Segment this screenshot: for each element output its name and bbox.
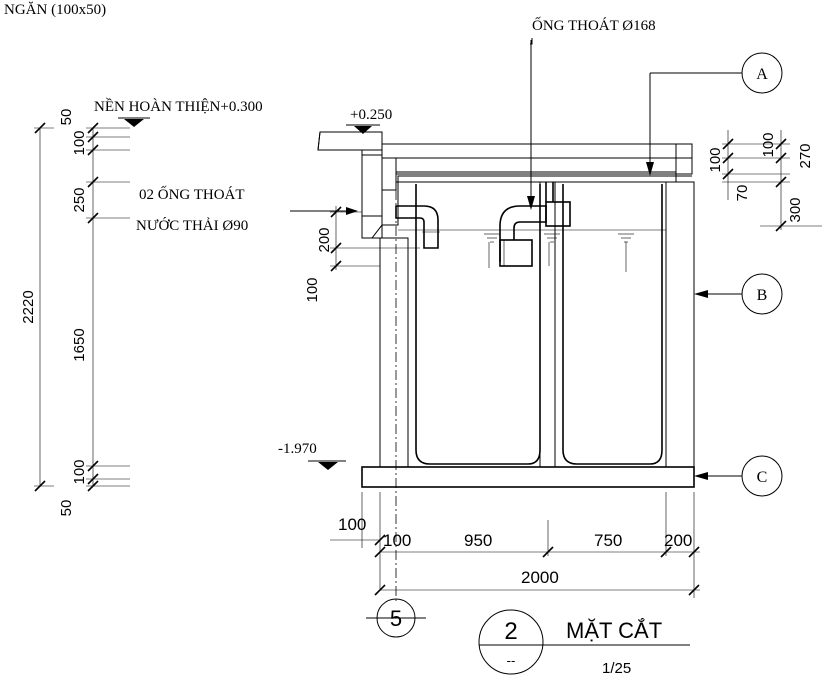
axis-bubble: 5 xyxy=(366,598,426,638)
dim-bottom-200: 200 xyxy=(664,531,692,550)
water-level-symbol-left xyxy=(484,233,500,268)
top-slab xyxy=(381,143,693,159)
dim-right-70: 70 xyxy=(734,185,751,202)
chamber-left xyxy=(415,184,541,465)
left-upper-inner xyxy=(381,157,397,191)
dim-bottom-750: 750 xyxy=(594,531,622,550)
dim-right-270: 270 xyxy=(797,143,814,168)
water-level-symbol-right xyxy=(618,233,634,272)
callout-b-text: B xyxy=(757,287,768,304)
dim-bottom-100-out: 100 xyxy=(338,515,366,534)
top-left-rim xyxy=(317,131,383,156)
dim-right-300: 300 xyxy=(787,197,804,222)
top-slab-right-end xyxy=(675,143,693,175)
dim-left-50-bot: 50 xyxy=(58,500,75,517)
left-brick-wall xyxy=(379,237,409,468)
dim-pipe-100: 100 xyxy=(304,277,321,302)
center-elbow xyxy=(499,205,547,262)
callout-a-text: A xyxy=(756,66,768,83)
dim-left-50-top: 50 xyxy=(58,109,75,126)
dim-left-100-bot: 100 xyxy=(71,459,88,484)
title-sheet: -- xyxy=(507,653,516,668)
pipe-outlet-arrow xyxy=(527,196,535,210)
tank-structure xyxy=(317,131,695,604)
bottom-level-label: -1.970 xyxy=(278,441,317,457)
outlet-pipe-fitting xyxy=(545,201,571,227)
callout-a: A xyxy=(646,52,783,176)
bottom-dimension-chain: 100 100 950 750 200 2000 xyxy=(330,492,700,598)
inlet-note: 02 ỐNG THOÁT NƯỚC THẢI Ø90 xyxy=(136,185,358,234)
axis-label: 5 xyxy=(390,606,402,631)
left-dimension-chain: 50 100 250 2220 1650 100 50 xyxy=(20,109,130,517)
pipe-outlet-label: ỐNG THOÁT Ø168 xyxy=(532,16,656,34)
left-upper-wall xyxy=(361,149,383,239)
title-number: 2 xyxy=(504,618,517,645)
title-block: 2 -- MẶT CẮT 1/25 xyxy=(478,609,690,677)
floor-finish-marker: NỀN HOÀN THIỆN+0.300 xyxy=(94,98,263,127)
bottom-slab xyxy=(361,466,695,488)
dim-pipe-200: 200 xyxy=(316,227,333,252)
bottom-level-marker: -1.970 xyxy=(278,441,346,470)
dim-right-100-b: 100 xyxy=(760,132,777,157)
header-cut-label: NGĂN (100x50) xyxy=(4,1,106,18)
chamber-right xyxy=(562,184,663,465)
center-elbow-sleeve xyxy=(499,239,533,267)
inner-cover-plank xyxy=(395,171,677,183)
dim-bottom-100-in: 100 xyxy=(383,531,411,550)
dim-left-1650: 1650 xyxy=(71,328,88,361)
middle-brick-wall xyxy=(539,181,556,468)
inlet-label-line1: 02 ỐNG THOÁT xyxy=(139,185,245,203)
inlet-label-line2: NƯỚC THẢI Ø90 xyxy=(136,217,248,234)
title-scale: 1/25 xyxy=(602,660,631,677)
top-level-label: +0.250 xyxy=(350,107,392,123)
dim-left-250: 250 xyxy=(71,187,88,212)
callout-c: C xyxy=(694,455,783,497)
right-brick-wall xyxy=(665,181,695,468)
dim-right-100-a: 100 xyxy=(707,147,724,172)
top-level-marker: +0.250 xyxy=(346,107,392,134)
dim-bottom-950: 950 xyxy=(464,531,492,550)
water-level-symbol-mid xyxy=(544,233,560,266)
callout-c-text: C xyxy=(757,469,768,486)
floor-finish-label: NỀN HOÀN THIỆN+0.300 xyxy=(94,98,263,115)
dim-left-100-top: 100 xyxy=(71,130,88,155)
inlet-pipe-elbow xyxy=(395,205,439,249)
callout-b: B xyxy=(694,273,783,315)
right-dimension-chain: 100 70 100 270 300 xyxy=(707,130,822,232)
pipe-dimension-chain: 200 100 xyxy=(304,206,420,303)
title-text: MẶT CẮT xyxy=(566,618,662,643)
dim-left-2220: 2220 xyxy=(20,290,37,323)
dim-bottom-2000: 2000 xyxy=(521,568,559,587)
